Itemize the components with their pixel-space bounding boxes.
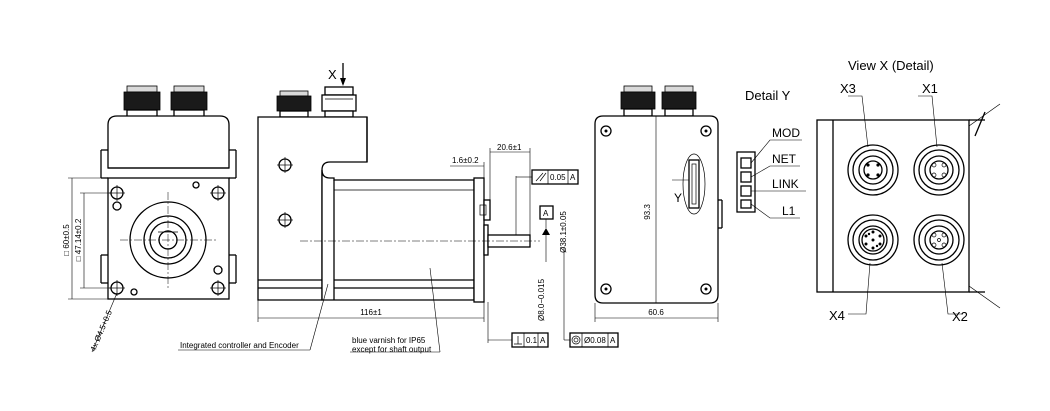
datum-a-label: A [543,209,549,218]
conc-datum: A [610,336,616,345]
front-flange [107,177,230,300]
dim-bolt-square: □ 47.14±0.2 [74,218,83,261]
side-flange [473,177,485,303]
front-view: □ 60±0.5 □ 47.14±0.2 4x Ø4.5+0.5 [62,85,237,353]
x-arrow-label: X [328,67,337,82]
connector-x1 [913,144,965,196]
side-view: X [178,63,619,354]
dim-flange-square: □ 60±0.5 [62,224,71,256]
connector-x4 [847,214,899,266]
dim-height: 93.3 [643,204,652,220]
conc-value: Ø0.08 [584,336,606,345]
note-controller: Integrated controller and Encoder [180,341,299,350]
connector-x2 [913,214,965,266]
led-window-marker [682,153,706,215]
led-mod [740,157,752,169]
label-x2: X2 [952,309,968,324]
led-label-net: NET [772,152,797,166]
front-controller-housing [107,115,230,169]
note-varnish-2: except for shaft output [352,345,432,354]
dim-depth: 60.6 [648,308,664,317]
perp-icon [514,336,522,345]
led-net [740,171,752,183]
front-connector-left [123,85,161,119]
dim-holes: 4x Ø4.5+0.5 [89,308,115,352]
view-x-housing [816,119,970,293]
led-label-link: LINK [772,177,799,191]
rear-connector-left [620,85,656,117]
label-x1: X1 [922,81,938,96]
view-x-title: View X (Detail) [848,58,934,73]
runout-value: 0.05 [550,173,566,182]
conc-icon [571,335,581,345]
perp-frame [511,332,549,348]
led-l1 [740,199,752,209]
rear-housing [594,115,719,304]
detail-y: Detail Y MOD NET LINK L1 [736,88,806,219]
view-x: View X (Detail) [816,58,1001,324]
front-connector-right [170,85,208,119]
led-label-l1: L1 [782,204,796,218]
detail-y-title: Detail Y [745,88,791,103]
rear-connector-right [661,85,697,117]
side-connector-left [276,90,312,118]
datum-a-box [539,205,554,220]
side-connector-right [321,86,357,118]
x-arrow-icon [340,78,346,86]
perp-value: 0.1 [526,336,538,345]
connector-x3 [847,144,899,196]
label-x3: X3 [840,81,856,96]
dim-pilot-dia: Ø38.1±0.05 [559,211,568,253]
label-x4: X4 [829,308,845,323]
led-label-mod: MOD [772,126,800,140]
perp-datum: A [540,336,546,345]
rear-view: Y 93.3 60.6 [594,85,723,322]
runout-datum: A [570,173,576,182]
dim-shaft-step: 1.6±0.2 [452,156,479,165]
dim-length: 116±1 [360,308,382,317]
led-link [740,185,752,197]
note-varnish-1: blue varnish for IP65 [352,336,426,345]
side-shaft [487,234,531,248]
runout-icon [535,172,547,182]
dim-shaft-dia: Ø8.0−0.015 [537,278,546,321]
led-window [688,159,700,209]
y-marker-label: Y [674,191,682,205]
dim-shaft-length: 20.6±1 [497,143,522,152]
